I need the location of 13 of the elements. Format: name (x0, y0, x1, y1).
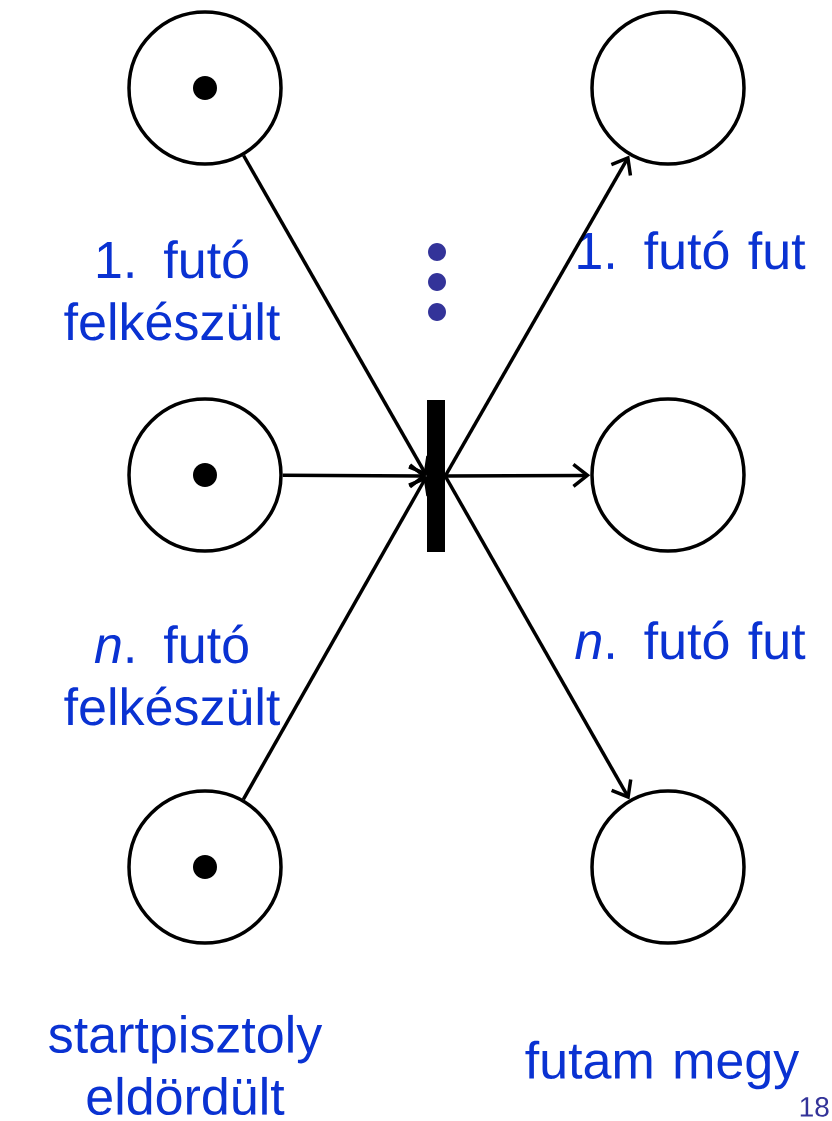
place-label: n. futó fut (575, 620, 806, 660)
arc-arrow (282, 463, 427, 489)
place-label: 1. futó felkészült (64, 239, 280, 341)
arc-arrow (445, 463, 591, 488)
arc-arrow (241, 476, 430, 801)
place-label: futam megy (525, 1040, 800, 1090)
arc-arrow (443, 475, 633, 800)
place-label: n. futó felkészült (64, 624, 280, 726)
transition-bar (427, 400, 445, 552)
arc-arrow (242, 154, 430, 476)
place-label: startpisztoly eldördült (49, 1014, 323, 1116)
page-number: 18 (800, 1097, 829, 1117)
arc-arrow (443, 155, 633, 477)
